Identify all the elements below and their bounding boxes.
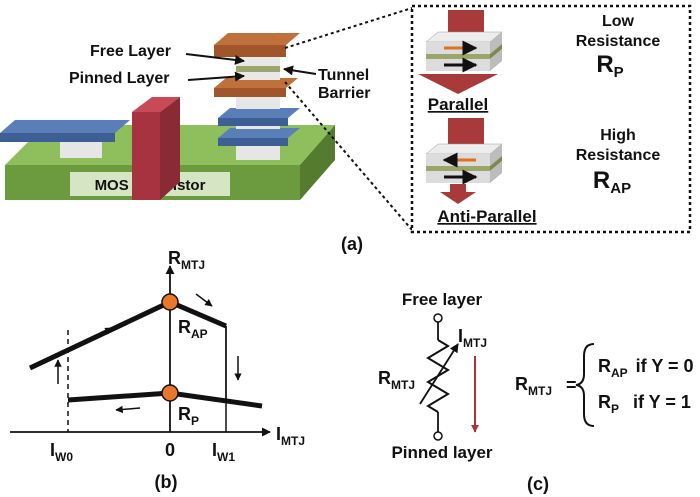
pinned-layer-block <box>236 72 280 80</box>
parallel-mtj: Parallel <box>418 10 503 114</box>
gate-front <box>132 112 160 200</box>
antiparallel-free-side <box>490 144 502 166</box>
dir-arrow-up-left <box>85 327 113 343</box>
gate-top <box>132 97 180 112</box>
resistance-label-2: Resistance <box>576 147 661 164</box>
low-label: Low <box>602 13 635 30</box>
rap-label: RAP <box>178 317 208 341</box>
x-axis-label: IMTJ <box>276 424 305 448</box>
parallel-barrier <box>426 54 490 59</box>
blue-metal-1-front <box>218 118 288 126</box>
tunnel-barrier-block <box>236 66 280 72</box>
pinned-layer-label: Pinned Layer <box>69 70 169 87</box>
rap-point <box>161 293 179 311</box>
free-layer-pointer <box>185 53 245 65</box>
imtj-label: IMTJ <box>458 326 487 350</box>
tunnel-barrier-pointer <box>283 65 317 76</box>
caption-c: (c) <box>527 474 549 494</box>
rap-symbol: RAP <box>593 167 631 197</box>
antiparallel-barrier-side <box>490 156 502 171</box>
parallel-label: Parallel <box>428 95 489 114</box>
tick-iw1: IW1 <box>212 440 235 464</box>
eq-lhs: RMTJ <box>515 374 552 398</box>
caption-a: (a) <box>341 234 363 254</box>
parallel-free-side <box>490 32 502 54</box>
pinned-layer-pointer <box>187 71 245 82</box>
antiparallel-stack-top <box>425 143 503 155</box>
tick-iw0: IW0 <box>50 440 73 464</box>
right-contact-high <box>236 97 280 109</box>
parallel-stack-top <box>425 31 503 43</box>
eq-sign: = <box>566 375 577 395</box>
left-contact <box>60 138 102 158</box>
free-layer-block <box>236 57 280 66</box>
antiparallel-current-out-arrow <box>440 192 476 204</box>
pinned-layer-text: Pinned layer <box>391 443 492 462</box>
antiparallel-mtj: Anti-Parallel <box>425 118 537 226</box>
parallel-current-in <box>448 10 484 36</box>
high-label: High <box>600 127 636 144</box>
rmtj-label: RMTJ <box>378 368 415 392</box>
tunnel-label: Tunnel <box>318 67 369 84</box>
inset-connector-bottom <box>284 81 413 231</box>
rp-point <box>161 384 179 402</box>
tick-zero: 0 <box>165 440 175 460</box>
left-metal-top <box>0 120 130 133</box>
free-layer-label: Free Layer <box>90 43 171 60</box>
rp-symbol: RP <box>596 51 623 81</box>
top-electrode-top <box>214 33 300 45</box>
substrate-side <box>300 125 335 200</box>
caption-b: (b) <box>155 472 178 492</box>
inset-connector-top <box>284 7 413 49</box>
y-axis-label: RMTJ <box>168 248 205 272</box>
blue-metal-2-top <box>218 128 300 138</box>
antiparallel-current-in <box>448 118 484 148</box>
top-electrode-front <box>214 45 286 57</box>
resistance-label-1: Resistance <box>576 33 661 50</box>
dir-arrow-left <box>115 405 141 414</box>
parallel-current-out-arrow <box>418 74 498 94</box>
pinned-terminal <box>433 431 443 441</box>
dir-arrow-down-right <box>195 293 213 307</box>
antiparallel-current-out-stem <box>450 184 466 192</box>
blue-metal-1-top <box>218 108 300 118</box>
antiparallel-barrier <box>426 166 490 171</box>
antiparallel-pinned-side <box>490 161 502 183</box>
parallel-pinned-side <box>490 49 502 71</box>
left-metal-front <box>0 133 115 142</box>
barrier-label: Barrier <box>318 85 370 102</box>
bottom-electrode-front <box>214 88 286 97</box>
blue-metal-2-front <box>218 138 288 146</box>
parallel-barrier-side <box>490 44 502 59</box>
eq-brace <box>575 343 595 427</box>
gate-side <box>160 97 180 200</box>
antiparallel-label: Anti-Parallel <box>437 207 536 226</box>
variable-arrow <box>419 343 459 405</box>
free-layer-text: Free layer <box>402 290 483 309</box>
panel-a-inset: Parallel Low Resistance RP Anti-Parallel… <box>410 4 692 234</box>
panel-b-plot: RMTJ IMTJ RAP RP IW0 0 IW1 <box>10 248 305 464</box>
panel-a-device: MOS Transistor Free Layer Pinned Layer <box>0 7 413 231</box>
panel-c-symbol: Free layer Pinned layer IMTJ RMTJ RMTJ =… <box>378 290 694 462</box>
free-terminal <box>433 313 443 323</box>
rp-label: RP <box>178 404 199 428</box>
